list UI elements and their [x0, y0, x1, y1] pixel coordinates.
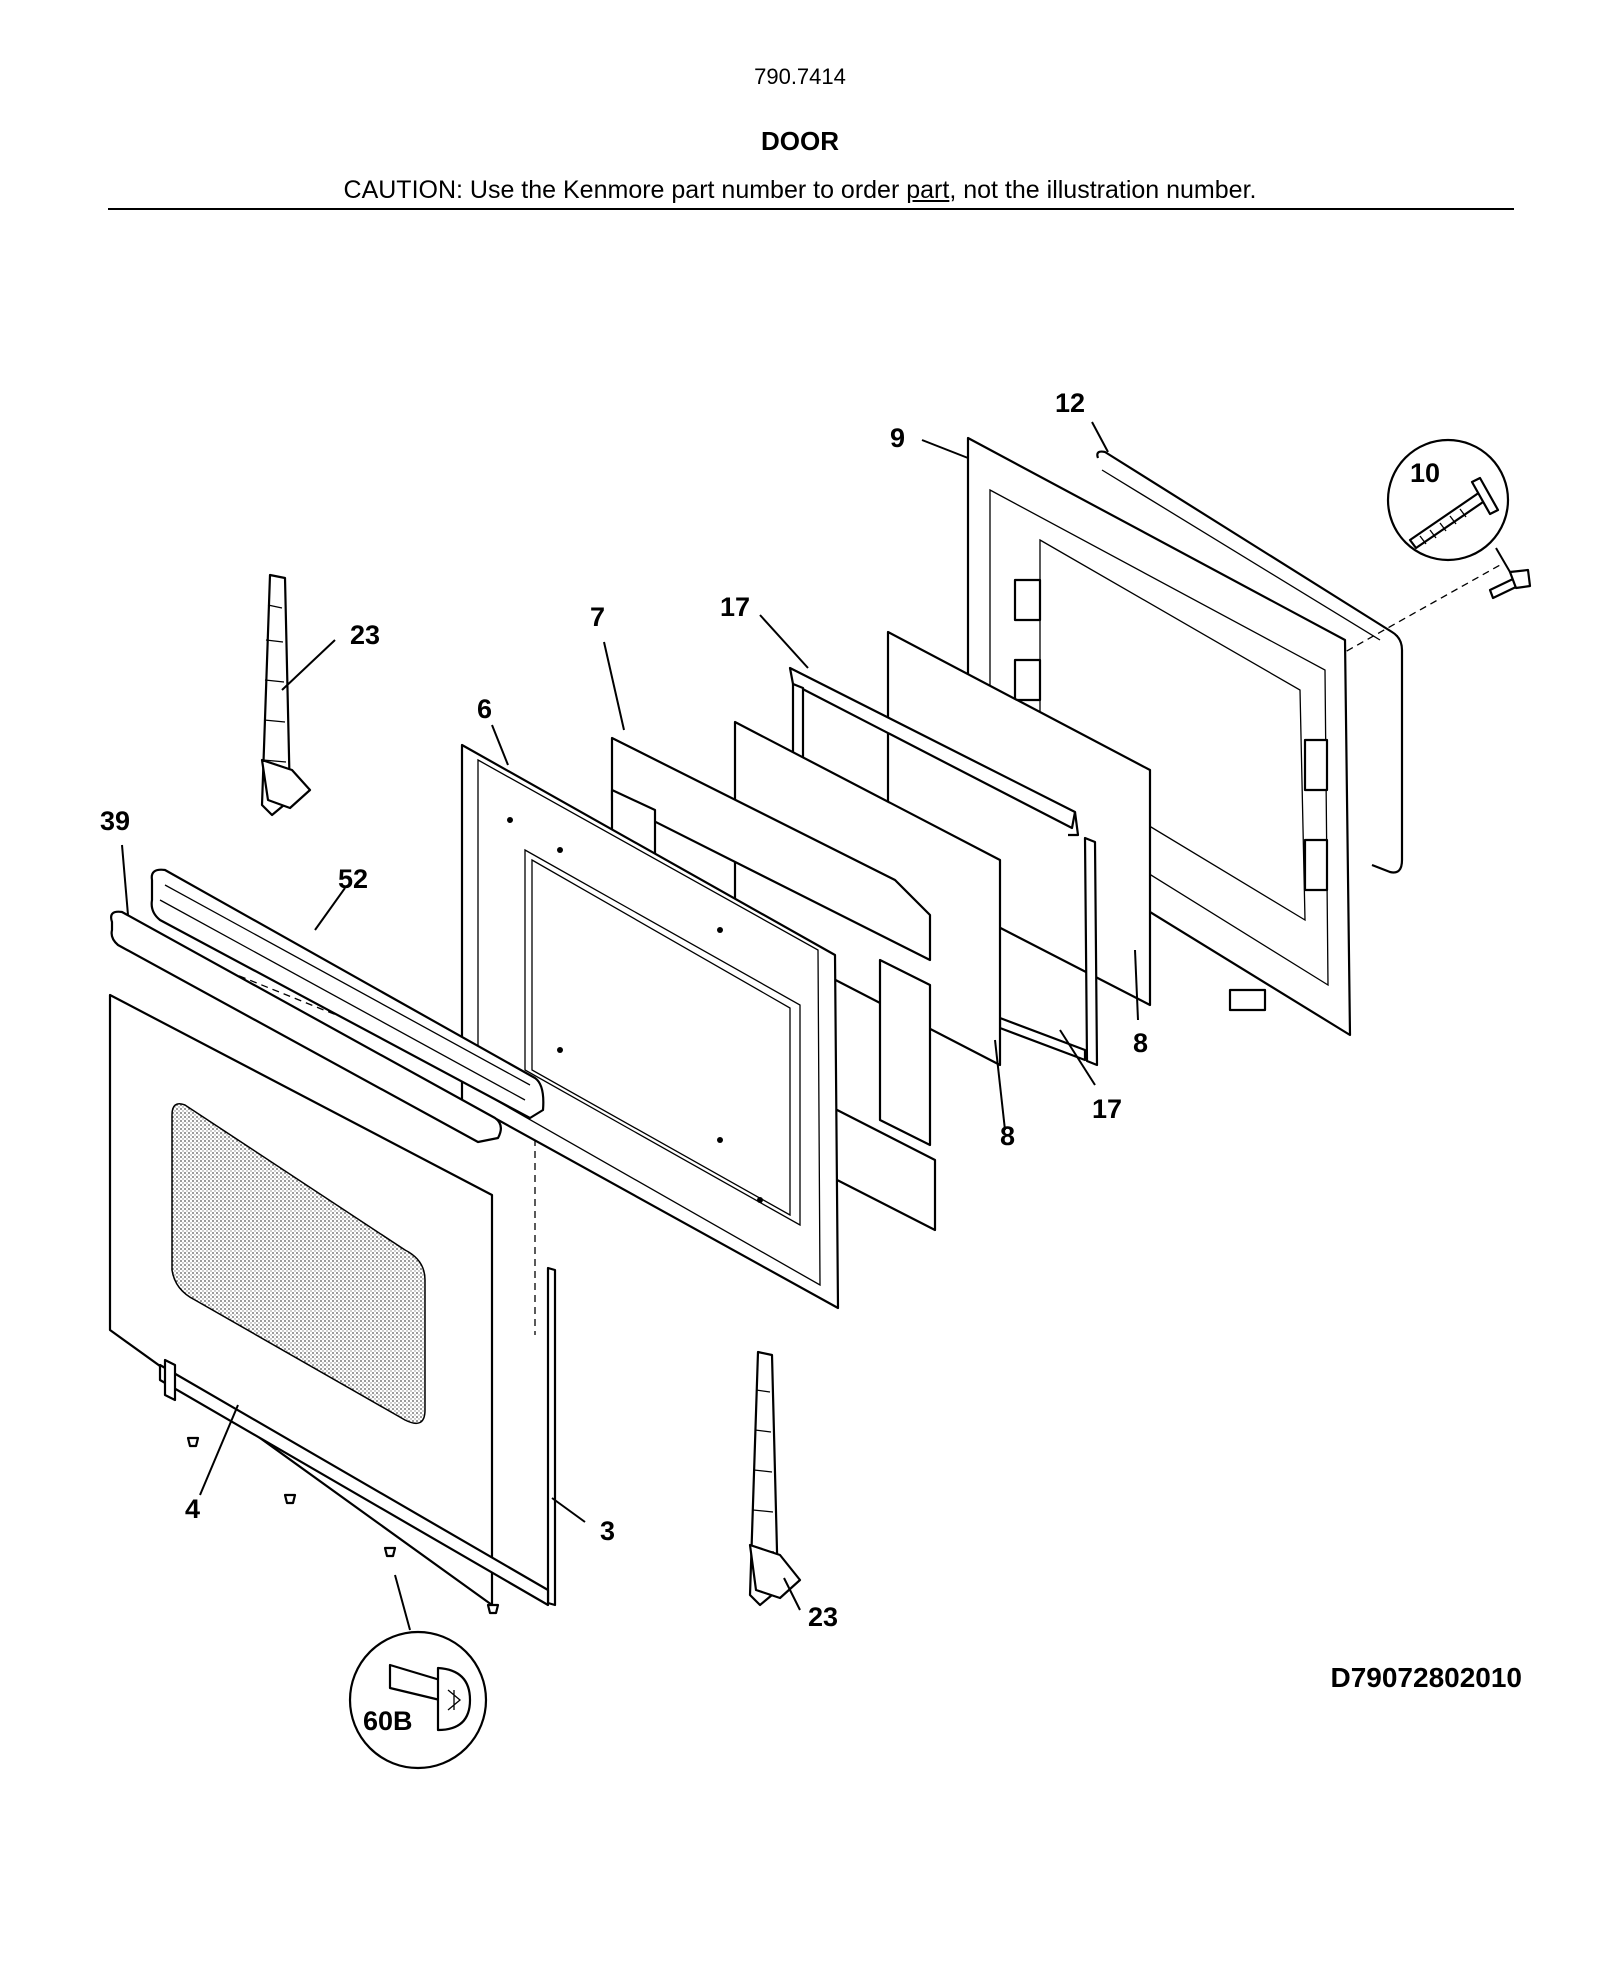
callout-10: 10	[1410, 458, 1440, 488]
leader-line	[994, 1039, 1006, 1131]
caution-link-text: part	[906, 176, 950, 204]
leader-line	[491, 724, 509, 766]
leader-line	[603, 641, 625, 731]
caution-note: CAUTION: Use the Kenmore part number to …	[0, 176, 1600, 205]
callout-12: 12	[1055, 388, 1085, 418]
leader-line	[783, 1577, 801, 1611]
section-title: DOOR	[761, 126, 839, 156]
part-52-door-handle	[150, 868, 545, 1120]
callout-60b: 60B	[363, 1706, 413, 1736]
callout-4: 4	[185, 1494, 200, 1524]
callout-9: 9	[890, 423, 905, 453]
leader-line	[759, 614, 809, 669]
leader-line	[314, 887, 346, 931]
diagram-id: D79072802010	[1330, 1662, 1522, 1693]
part-23-hinge-bottom	[748, 1350, 802, 1607]
callout-6: 6	[477, 694, 492, 724]
callout-8-left: 8	[1000, 1121, 1015, 1151]
leader-line	[1091, 421, 1109, 453]
leader-line	[921, 439, 969, 459]
part-9-door-liner	[966, 436, 1352, 1037]
part-23-hinge-top	[260, 573, 312, 817]
callout-23-top: 23	[350, 620, 380, 650]
part-12-door-gasket	[1096, 450, 1404, 874]
leader-line	[1134, 949, 1139, 1021]
callout-17-top: 17	[720, 592, 750, 622]
gasket-inner-edge	[1101, 469, 1381, 641]
leader-line	[1059, 1029, 1096, 1086]
leader-line	[281, 639, 336, 691]
leader-line	[121, 844, 129, 916]
leader-line	[551, 1497, 586, 1523]
liner-bracket	[1013, 578, 1042, 622]
caution-suffix: , not the illustration number.	[949, 176, 1257, 204]
callout-17-bottom: 17	[1092, 1094, 1122, 1124]
door-window-glass	[171, 1103, 426, 1425]
callout-39: 39	[100, 806, 130, 836]
header-divider	[108, 208, 1514, 210]
part-39-handle-trim	[110, 910, 502, 1144]
callout-52: 52	[338, 864, 368, 894]
part-60b-screw-detail	[348, 1630, 488, 1770]
callout-8-right: 8	[1133, 1028, 1148, 1058]
part-8-glass-panel-rear	[886, 630, 1152, 1007]
callout-3: 3	[600, 1516, 615, 1546]
liner-bracket	[1228, 988, 1267, 1012]
liner-bracket	[1303, 738, 1329, 792]
part-10-screw-detail	[1386, 438, 1532, 600]
liner-bracket	[1303, 838, 1329, 892]
callout-23-bottom: 23	[808, 1602, 838, 1632]
leader-line	[199, 1404, 239, 1496]
leader-line	[394, 1574, 411, 1631]
model-number: 790.7414	[754, 64, 846, 89]
callout-7: 7	[590, 602, 605, 632]
door-screws	[186, 1436, 500, 1615]
liner-bracket	[1013, 658, 1042, 702]
part-6-inner-door-panel	[460, 743, 840, 1310]
caution-prefix: CAUTION: Use the Kenmore part number to …	[343, 176, 907, 204]
